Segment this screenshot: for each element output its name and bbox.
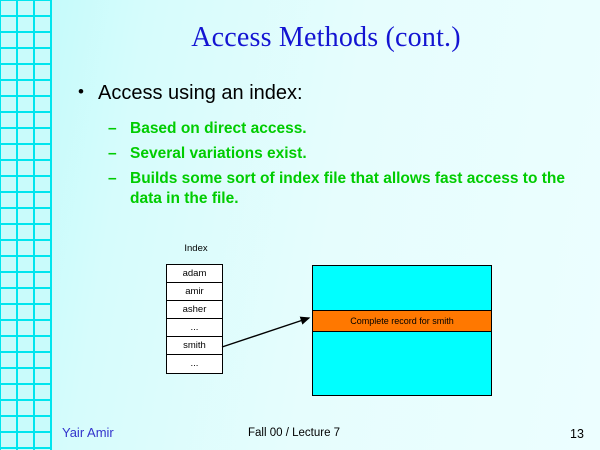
sub-bullet-label-0: Based on direct access. — [130, 120, 307, 137]
index-row: adam — [167, 265, 222, 283]
footer-page-number: 13 — [570, 427, 584, 441]
footer-author: Yair Amir — [62, 425, 114, 440]
dash-marker-icon: – — [108, 145, 117, 162]
sub-bullet-item-2: –Builds some sort of index file that all… — [108, 169, 595, 209]
main-bullet-item: • Access using an index: — [78, 82, 303, 105]
index-row: ... — [167, 355, 222, 373]
index-row: ... — [167, 319, 222, 337]
pointer-arrow-icon — [221, 316, 311, 348]
index-row: asher — [167, 301, 222, 319]
index-table: adam amir asher ... smith ... — [166, 264, 223, 374]
sub-bullet-item-0: –Based on direct access. — [108, 119, 307, 139]
index-table-caption: Index — [184, 243, 208, 254]
record-highlight-band: Complete record for smith — [313, 310, 491, 332]
sub-bullet-label-2: Builds some sort of index file that allo… — [130, 170, 565, 207]
record-block: Complete record for smith — [312, 265, 492, 396]
footer-course: Fall 00 / Lecture 7 — [248, 427, 341, 439]
decorative-grid-pattern — [0, 0, 52, 450]
index-row-smith: smith — [167, 337, 222, 355]
dash-marker-icon: – — [108, 170, 117, 187]
grid-edge-line — [50, 0, 52, 450]
bullet-marker-icon: • — [78, 82, 84, 101]
dash-marker-icon: – — [108, 120, 117, 137]
sub-bullet-label-1: Several variations exist. — [130, 145, 307, 162]
page-title: Access Methods (cont.) — [191, 22, 461, 53]
sub-bullet-item-1: –Several variations exist. — [108, 144, 307, 164]
index-row: amir — [167, 283, 222, 301]
main-bullet-label: Access using an index: — [98, 82, 303, 104]
